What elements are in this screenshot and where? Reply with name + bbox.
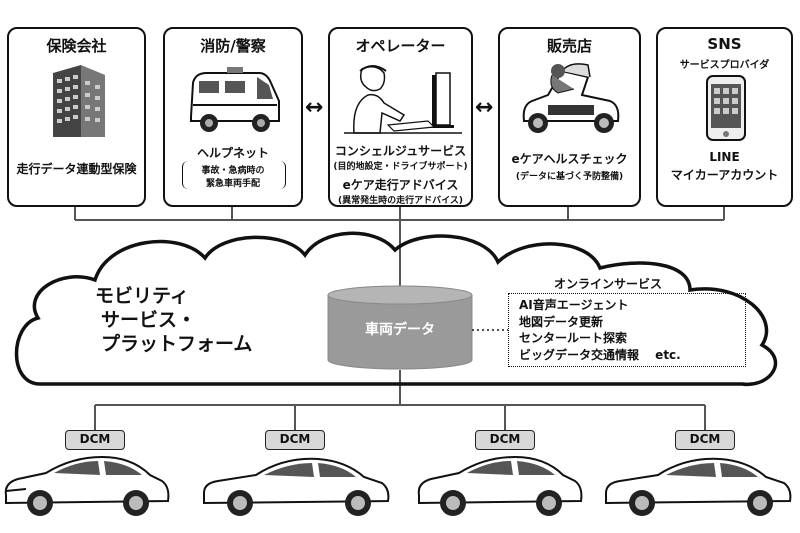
line-text: LINE	[709, 150, 740, 164]
ambulance-icon	[190, 67, 280, 132]
sns-subtitle: サービスプロバイダ	[679, 60, 770, 71]
dcm-module: DCM	[65, 430, 125, 450]
insurance-box: 保険会社 走行データ連動型保険	[7, 27, 146, 207]
fire-police-box: 消防/警察 ヘルプネット 事故・急病時の 緊急車両手配	[163, 27, 303, 207]
concierge-subtext: (目的地設定・ドライブサポート)	[333, 162, 468, 172]
health-check-text: eケアヘルスチェック	[511, 152, 628, 166]
dcm-module: DCM	[475, 430, 535, 450]
mycar-account-text: マイカーアカウント	[670, 168, 779, 182]
mechanic-car-icon	[522, 63, 620, 133]
vehicle-data-label: 車両データ	[365, 322, 435, 338]
helpnet-text: ヘルプネット	[196, 146, 269, 160]
smartphone-icon	[706, 75, 746, 141]
hatchback-car-icon	[417, 455, 583, 516]
sedan-car-icon	[203, 457, 390, 516]
advice-text: eケア走行アドバイス	[342, 178, 459, 192]
dcm-module: DCM	[675, 430, 735, 450]
sedan-car-icon	[605, 457, 792, 516]
online-item: 地図データ更新	[519, 314, 604, 329]
concierge-text: コンシェルジュサービス	[334, 144, 467, 158]
platform-line2: サービス・	[101, 309, 197, 331]
online-services-title: オンラインサービス	[554, 277, 663, 291]
hatchback-car-icon	[4, 455, 170, 516]
emergency-note-bracket	[182, 161, 286, 189]
platform-line3: プラットフォーム	[101, 333, 253, 355]
health-check-subtext: (データに基づく予防整備)	[515, 172, 624, 182]
dealer-box: 販売店 eケアヘルスチェック (データに基づく予防整備)	[498, 27, 641, 207]
online-item: センタールート探索	[519, 331, 628, 345]
online-item: ビッグデータ交通情報 etc.	[519, 347, 681, 362]
operator-box: オペレーター コンシェルジュサービス (目的地設定・ドライブサポート) eケア走…	[328, 27, 473, 207]
operator-person-icon	[344, 65, 462, 134]
dealer-title: 販売店	[546, 37, 592, 55]
office-building-icon	[53, 65, 105, 137]
advice-subtext: (異常発生時の走行アドバイス)	[338, 196, 463, 206]
sns-title: SNS	[707, 35, 742, 53]
emergency-note-line2: 緊急車両手配	[205, 179, 260, 189]
online-services-list: AI音声エージェント 地図データ更新 センタールート探索 ビッグデータ交通情報 …	[508, 293, 746, 367]
emergency-note-line1: 事故・急病時の	[201, 166, 265, 176]
mobility-platform-label: モビリティ サービス・ プラットフォーム	[95, 284, 252, 356]
dcm-module: DCM	[265, 430, 325, 450]
database-cylinder	[327, 285, 473, 370]
online-item: AI音声エージェント	[519, 298, 629, 312]
fire-police-title: 消防/警察	[200, 37, 266, 55]
insurance-text: 走行データ連動型保険	[16, 162, 137, 176]
operator-title: オペレーター	[355, 37, 446, 55]
insurance-title: 保険会社	[46, 37, 107, 55]
cloud-shape	[14, 231, 778, 387]
sns-box: SNS サービスプロバイダ LINE マイカーアカウント	[656, 27, 793, 207]
platform-line1: モビリティ	[95, 285, 189, 307]
double-arrow-icon: ↔	[475, 95, 494, 120]
double-arrow-icon: ↔	[305, 95, 324, 120]
